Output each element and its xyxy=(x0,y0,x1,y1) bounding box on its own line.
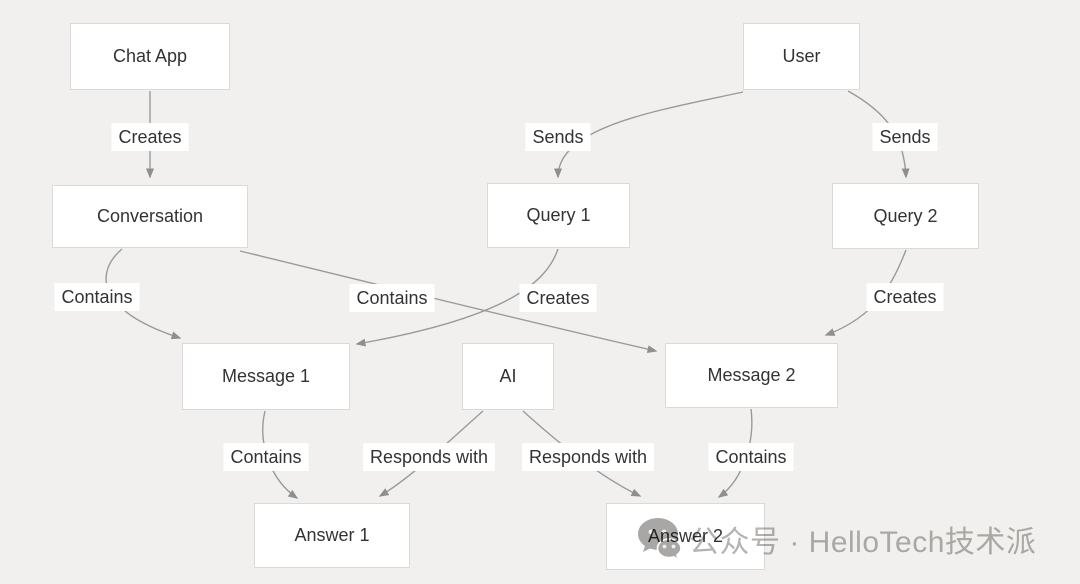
edge-label-query-2-message-2: Creates xyxy=(866,283,944,311)
node-ai: AI xyxy=(462,343,554,410)
node-label-message-1: Message 1 xyxy=(221,366,311,386)
edge-user-query-1 xyxy=(554,91,744,179)
node-label-answer-1: Answer 1 xyxy=(294,525,370,545)
edge-query-1-message-1 xyxy=(355,248,559,347)
edge-label-query-1-message-1: Creates xyxy=(519,284,597,312)
watermark-text: 公众号 · HelloTech技术派 xyxy=(689,526,1037,559)
node-message-1: Message 1 xyxy=(182,343,350,410)
edge-label-conversation-message-2: Contains xyxy=(349,284,435,312)
node-label-conversation: Conversation xyxy=(96,206,204,226)
node-query-1: Query 1 xyxy=(487,183,630,248)
node-query-2: Query 2 xyxy=(832,183,979,249)
edge-label-chat-app-conversation: Creates xyxy=(111,123,189,151)
edge-label-message-1-answer-1: Contains xyxy=(223,443,309,471)
edge-conversation-message-2 xyxy=(239,250,658,354)
node-label-query-2: Query 2 xyxy=(873,205,938,226)
node-label-chat-app: Chat App xyxy=(112,46,188,66)
node-label-query-1: Query 1 xyxy=(526,205,591,225)
watermark: 公众号 · HelloTech技术派 xyxy=(633,513,1036,565)
node-label-message-2: Message 2 xyxy=(707,365,796,385)
wechat-icon xyxy=(638,518,682,561)
edge-label-message-2-answer-2: Contains xyxy=(708,443,794,471)
node-answer-2: Answer 2 xyxy=(606,503,765,570)
node-user: User xyxy=(743,23,860,90)
node-chat-app: Chat App xyxy=(70,23,230,90)
node-label-ai: AI xyxy=(499,366,517,386)
node-message-2: Message 2 xyxy=(665,343,838,408)
edge-label-user-query-2: Sends xyxy=(872,123,938,151)
edge-label-ai-answer-1: Responds with xyxy=(362,443,496,471)
edge-label-user-query-1: Sends xyxy=(525,123,591,151)
edge-label-conversation-message-1: Contains xyxy=(54,283,140,311)
node-conversation: Conversation xyxy=(52,185,248,248)
edge-label-ai-answer-2: Responds with xyxy=(521,443,655,471)
node-label-user: User xyxy=(782,46,821,66)
node-answer-1: Answer 1 xyxy=(254,503,410,568)
